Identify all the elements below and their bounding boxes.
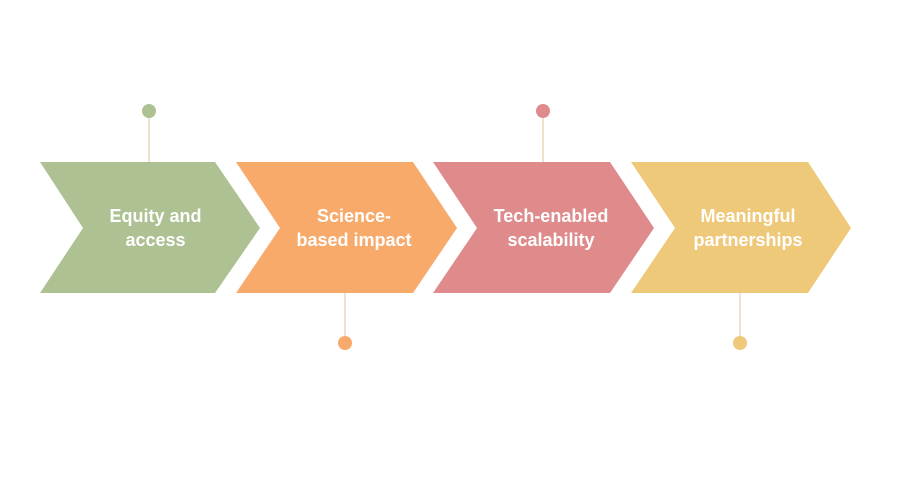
- step-4-label-line-1: Meaningful: [700, 206, 796, 226]
- step-2-label: Science- based impact: [280, 162, 428, 294]
- step-1-label: Equity and access: [83, 162, 228, 294]
- step-1-chevron: [40, 162, 260, 293]
- step-2-label-line-2: based impact: [296, 230, 412, 250]
- step-4-connector-dot: [733, 336, 747, 350]
- step-3-label: Tech-enabled scalability: [477, 162, 625, 294]
- step-2-chevron: [236, 162, 457, 293]
- step-4-label: Meaningful partnerships: [675, 162, 821, 294]
- step-4-label-line-2: partnerships: [693, 230, 803, 250]
- step-2-connector-dot: [338, 336, 352, 350]
- step-3-label-line-2: scalability: [507, 230, 595, 250]
- step-2-label-line-1: Science-: [316, 206, 392, 226]
- step-3-chevron: [433, 162, 654, 293]
- step-3-connector-dot: [536, 104, 550, 118]
- step-3-label-line-1: Tech-enabled: [493, 206, 609, 226]
- step-1-label-line-1: Equity and: [109, 206, 202, 226]
- step-4-chevron: [631, 162, 851, 293]
- step-1-connector-dot: [142, 104, 156, 118]
- step-1-label-line-2: access: [125, 230, 186, 250]
